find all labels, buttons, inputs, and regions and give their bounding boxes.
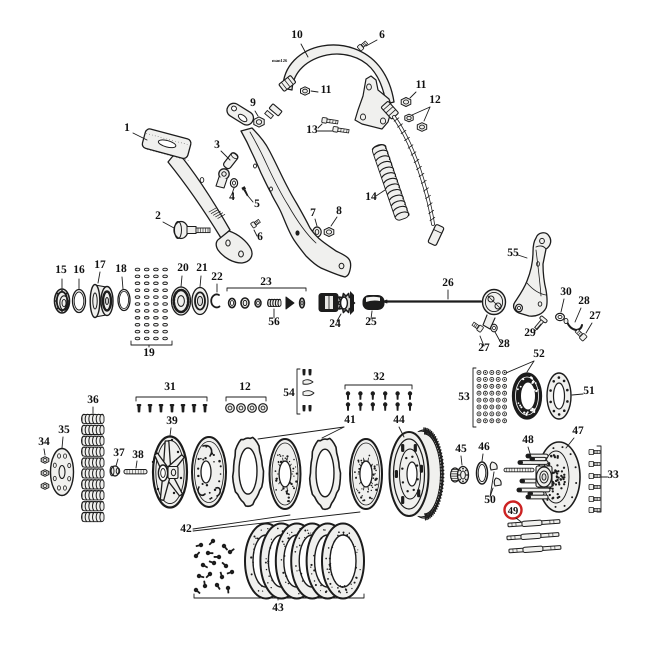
svg-text:39: 39 [166,415,178,427]
svg-text:27: 27 [478,342,490,354]
svg-text:43: 43 [272,602,284,614]
svg-text:25: 25 [365,316,377,328]
svg-text:33: 33 [607,469,619,481]
svg-text:56: 56 [268,316,280,328]
svg-text:41: 41 [344,414,356,426]
svg-text:12: 12 [429,94,441,106]
svg-text:9: 9 [250,97,256,109]
svg-text:1: 1 [124,122,130,134]
svg-text:24: 24 [329,318,341,330]
svg-text:36: 36 [87,394,99,406]
svg-text:44: 44 [393,414,405,426]
svg-text:37: 37 [113,447,125,459]
svg-text:30: 30 [560,286,572,298]
svg-text:26: 26 [442,277,454,289]
svg-text:55: 55 [507,247,519,259]
svg-text:23: 23 [260,276,272,288]
svg-text:2: 2 [155,210,161,222]
svg-text:man126: man126 [272,58,288,63]
svg-text:22: 22 [211,271,223,283]
svg-text:8: 8 [336,205,342,217]
svg-text:20: 20 [177,262,189,274]
svg-text:4: 4 [229,191,235,203]
svg-text:47: 47 [572,425,584,437]
svg-text:54: 54 [283,387,295,399]
svg-text:19: 19 [143,347,155,359]
svg-text:51: 51 [583,385,595,397]
svg-text:16: 16 [73,264,85,276]
svg-text:17: 17 [94,259,106,271]
svg-text:53: 53 [458,391,470,403]
svg-text:52: 52 [533,348,545,360]
svg-text:29: 29 [524,327,536,339]
svg-text:27: 27 [589,310,601,322]
svg-text:12: 12 [239,381,251,393]
svg-text:28: 28 [498,338,510,350]
svg-text:11: 11 [321,84,332,96]
svg-text:6: 6 [379,29,385,41]
svg-text:38: 38 [132,449,144,461]
svg-text:18: 18 [115,263,127,275]
svg-text:13: 13 [306,124,318,136]
svg-text:28: 28 [578,295,590,307]
svg-text:15: 15 [55,264,67,276]
svg-text:48: 48 [522,434,534,446]
svg-text:10: 10 [291,29,303,41]
svg-text:42: 42 [180,523,192,535]
svg-text:7: 7 [310,207,316,219]
svg-text:21: 21 [196,262,208,274]
svg-text:5: 5 [254,198,260,210]
svg-text:31: 31 [164,381,176,393]
svg-text:49: 49 [508,506,519,517]
svg-text:35: 35 [58,424,70,436]
svg-text:32: 32 [373,371,385,383]
svg-text:34: 34 [38,436,50,448]
svg-text:6: 6 [257,231,263,243]
svg-text:11: 11 [416,79,427,91]
svg-text:46: 46 [478,441,490,453]
svg-text:14: 14 [365,191,377,203]
svg-text:50: 50 [484,494,496,506]
svg-text:45: 45 [455,443,467,455]
svg-text:3: 3 [214,139,220,151]
